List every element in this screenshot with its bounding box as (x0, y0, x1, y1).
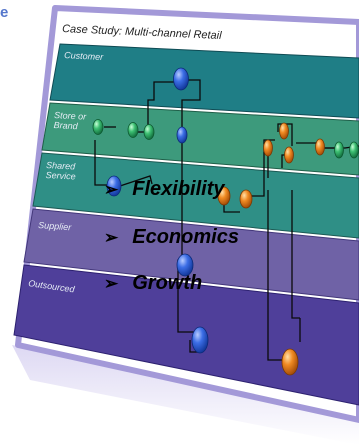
process-node (239, 189, 253, 209)
process-node (279, 122, 289, 140)
process-node (284, 146, 294, 164)
process-node (191, 326, 209, 354)
process-node (315, 138, 325, 156)
connector (281, 154, 285, 168)
process-node (281, 348, 299, 376)
bullet-growth: ➢ Growth (104, 272, 202, 295)
lane-supplier (23, 208, 359, 301)
process-node (127, 122, 139, 138)
lane-label-customer: Customer (64, 50, 104, 62)
bullet-text: Flexibility (132, 178, 225, 200)
process-nodes (92, 67, 359, 376)
connector (267, 190, 286, 361)
connector (147, 81, 175, 132)
swimlanes (13, 43, 359, 406)
lane-label-supplier: Supplier (38, 220, 73, 232)
process-node (349, 141, 359, 159)
bullet-flexibility: ➢ Flexibility (104, 178, 225, 201)
lane-outsourced (13, 264, 359, 406)
process-node (176, 253, 194, 277)
connector (181, 79, 201, 135)
process-node (217, 186, 231, 206)
process-node (173, 67, 189, 91)
connector (94, 140, 108, 186)
process-node (334, 141, 344, 159)
process-node (106, 175, 122, 197)
connector (119, 175, 153, 187)
connector (291, 190, 300, 319)
bullet-text: Economics (132, 226, 239, 248)
bullet-arrow-icon: ➢ (104, 274, 119, 293)
lane-customer (49, 43, 359, 119)
process-node (176, 126, 188, 144)
lane-label-store-or-brand: Store or Brand (53, 110, 89, 132)
slide-shadow (12, 345, 359, 445)
lane-store-or-brand (41, 102, 359, 176)
bullet-economics: ➢ Economics (104, 226, 239, 249)
corner-text: e (0, 4, 9, 21)
process-node (143, 124, 155, 140)
bullet-text: Growth (132, 272, 203, 294)
process-node (92, 119, 104, 135)
lane-shared-service (32, 152, 359, 239)
bullet-arrow-icon: ➢ (104, 180, 119, 199)
bullet-arrow-icon: ➢ (104, 228, 119, 247)
lane-label-shared-service: Shared Service (45, 160, 78, 182)
connector (223, 203, 240, 213)
process-node (263, 139, 273, 157)
